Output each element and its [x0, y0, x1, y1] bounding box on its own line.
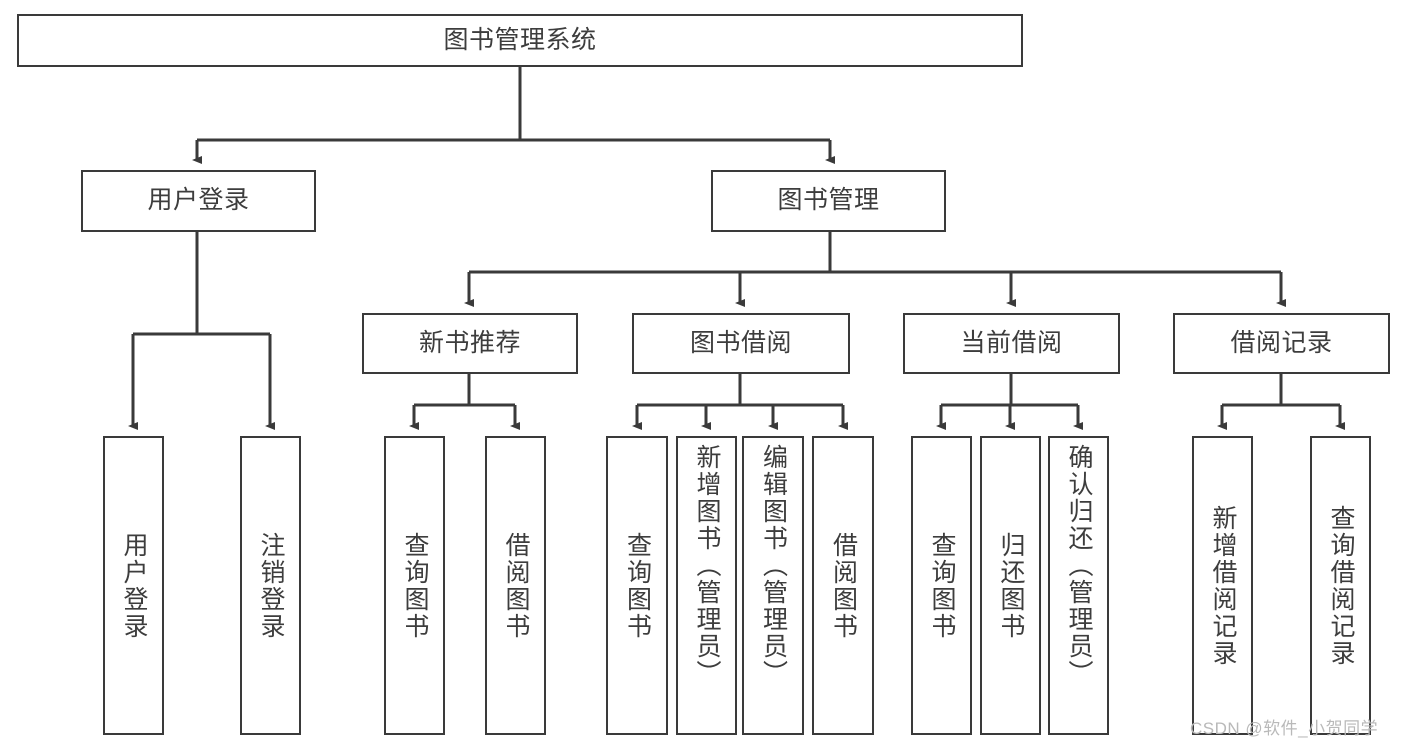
node-label: 新增图书（管理员）	[693, 444, 721, 687]
node-leaf-query-book-current[interactable]: 查询图书	[911, 436, 972, 735]
csdn-watermark: CSDN @软件_小贺同学	[1190, 719, 1379, 738]
node-label: 图书借阅	[689, 328, 792, 357]
node-borrow-record[interactable]: 借阅记录	[1173, 313, 1390, 374]
node-label: 图书管理	[777, 186, 880, 215]
node-label: 查询图书	[928, 531, 956, 640]
node-leaf-query-book-recommend[interactable]: 查询图书	[384, 436, 445, 735]
node-leaf-edit-book[interactable]: 编辑图书（管理员）	[742, 436, 804, 735]
node-label: 新增借阅记录	[1209, 504, 1237, 667]
node-current-borrow[interactable]: 当前借阅	[903, 313, 1120, 374]
node-label: 注销登录	[257, 531, 285, 640]
node-label: 新书推荐	[418, 328, 521, 357]
node-leaf-query-borrow-record[interactable]: 查询借阅记录	[1310, 436, 1371, 735]
node-label: 用户登录	[120, 531, 148, 640]
node-label: 编辑图书（管理员）	[759, 444, 788, 687]
node-leaf-borrow-book[interactable]: 借阅图书	[812, 436, 874, 735]
node-label: 图书管理系统	[443, 25, 597, 54]
node-label: 归还图书	[997, 531, 1025, 640]
node-label: 确认归还（管理员）	[1065, 444, 1093, 687]
node-user-login[interactable]: 用户登录	[81, 170, 316, 232]
node-new-book-recommend[interactable]: 新书推荐	[362, 313, 578, 374]
node-label: 查询借阅记录	[1327, 504, 1355, 667]
node-label: 借阅图书	[502, 531, 530, 640]
node-leaf-return-book[interactable]: 归还图书	[980, 436, 1041, 735]
node-leaf-add-book[interactable]: 新增图书（管理员）	[676, 436, 737, 735]
node-label: 借阅图书	[829, 531, 858, 640]
node-book-borrow[interactable]: 图书借阅	[632, 313, 850, 374]
node-leaf-user-login[interactable]: 用户登录	[103, 436, 164, 735]
node-book-management[interactable]: 图书管理	[711, 170, 946, 232]
node-leaf-borrow-book-recommend[interactable]: 借阅图书	[485, 436, 546, 735]
node-label: 当前借阅	[960, 328, 1063, 357]
node-leaf-logout-login[interactable]: 注销登录	[240, 436, 301, 735]
node-leaf-confirm-return[interactable]: 确认归还（管理员）	[1048, 436, 1109, 735]
node-leaf-add-borrow-record[interactable]: 新增借阅记录	[1192, 436, 1253, 735]
node-label: 查询图书	[623, 531, 652, 640]
node-label: 用户登录	[147, 186, 250, 215]
node-root-book-management-system[interactable]: 图书管理系统	[17, 14, 1023, 67]
node-leaf-query-book-borrow[interactable]: 查询图书	[606, 436, 668, 735]
node-label: 查询图书	[401, 531, 429, 640]
node-label: 借阅记录	[1230, 328, 1333, 357]
